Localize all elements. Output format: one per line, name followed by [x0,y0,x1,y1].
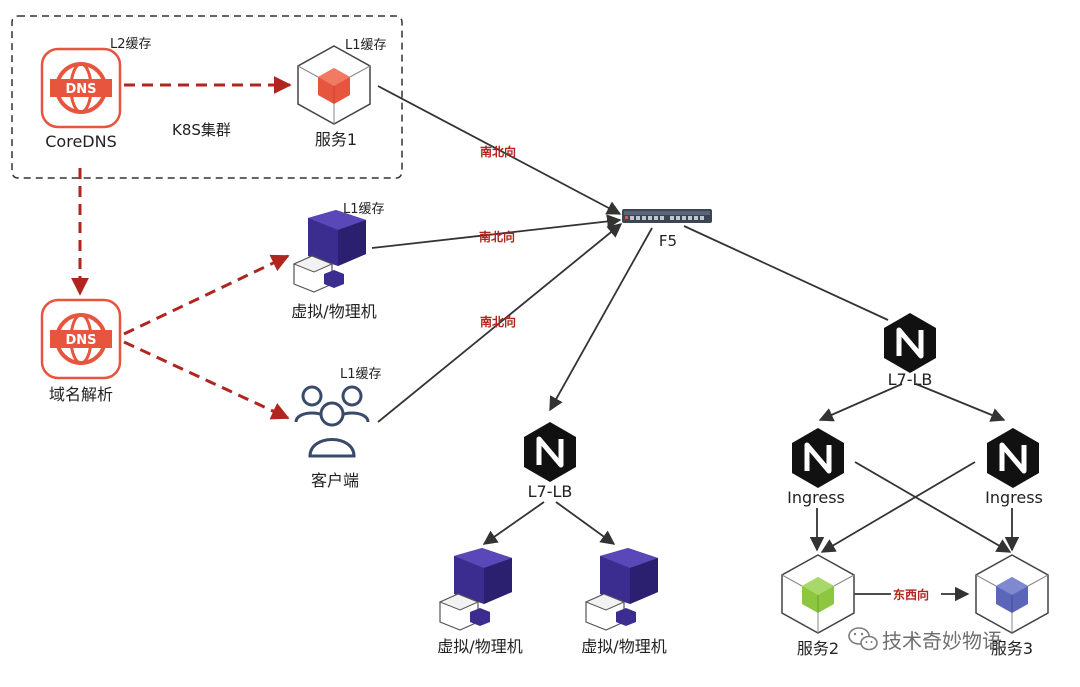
nginx-icon [987,428,1039,488]
client-node: L1缓存 客户端 [294,367,382,490]
edge-dns-vm [123,254,290,336]
edge-f5-lbright [683,225,889,321]
service1-label: 服务1 [315,130,357,149]
dns-dashed-edges [71,76,292,420]
f5-label: F5 [659,232,677,250]
edge-lbright-ingr [915,383,1006,422]
ingress-right-node: Ingress [985,428,1043,507]
vm-top-label: 虚拟/物理机 [291,302,376,321]
lb-right-node: L7-LB [884,313,936,389]
coredns-label: CoreDNS [45,132,116,151]
wechat-icon [848,627,878,651]
dns-icon: DNS [40,47,122,129]
edge-label-north-south-1: 南北向 [480,144,516,159]
client-label: 客户端 [311,471,359,490]
service-cube-icon [297,45,371,125]
edge-f5-lbleft [549,227,653,412]
lb-right-label: L7-LB [888,370,933,389]
service2-node: 服务2 [781,554,855,658]
edge-vm-f5 [371,214,622,249]
ingress-left-label: Ingress [787,488,845,507]
edge-lbleft-vm1 [482,501,545,545]
lb-left-node: L7-LB [524,422,576,501]
service3-node: 服务3 [975,554,1049,658]
dns-resolve-label: 域名解析 [49,385,113,404]
vm-top-cache-label: L1缓存 [343,202,385,217]
svg-text:DNS: DNS [65,82,96,97]
watermark-text: 技术奇妙物语 [882,629,1002,653]
svg-text:DNS: DNS [65,333,96,348]
edge-label-north-south-3: 南北向 [480,314,516,329]
users-icon [294,385,370,458]
edge-label-north-south-2: 南北向 [479,229,515,244]
nginx-icon [884,313,936,373]
server-box-icon [292,210,366,293]
edge-ingr-svc2 [820,461,976,553]
edge-client-f5 [377,223,623,423]
vm-bottom-1-label: 虚拟/物理机 [437,637,522,656]
k8s-cluster-label: K8S集群 [172,121,231,139]
k8s-cluster-frame [11,15,403,179]
ingress-right-label: Ingress [985,488,1043,507]
switch-icon [622,209,712,223]
lb-left-label: L7-LB [528,482,573,501]
nginx-icon [524,422,576,482]
service2-label: 服务2 [797,639,839,658]
vm-bottom-1-node: 虚拟/物理机 [437,548,523,656]
server-box-icon [584,548,658,631]
server-box-icon [438,548,512,631]
traffic-edges [371,85,1020,602]
coredns-node: DNS L2缓存 CoreDNS [40,37,152,151]
edge-label-east-west: 东西向 [893,587,929,602]
dns-resolve-node: DNS 域名解析 [40,298,122,404]
service-cube-icon [975,554,1049,634]
service1-node: L1缓存 服务1 [297,38,387,149]
watermark: 技术奇妙物语 [848,627,1002,653]
client-cache-label: L1缓存 [340,367,382,382]
edge-service1-f5 [377,85,622,215]
coredns-cache-label: L2缓存 [110,37,152,52]
edge-lbleft-vm2 [555,501,616,545]
vm-bottom-2-node: 虚拟/物理机 [581,548,667,656]
east-west-label-bg [891,585,941,603]
vm-bottom-2-label: 虚拟/物理机 [581,637,666,656]
nginx-icon [792,428,844,488]
vm-top-node: L1缓存 虚拟/物理机 [291,202,384,321]
service-cube-icon [781,554,855,634]
dns-icon: DNS [40,298,122,380]
service1-cache-label: L1缓存 [345,38,387,53]
edge-ingl-svc3 [854,461,1012,553]
ingress-left-node: Ingress [787,428,845,507]
f5-node: F5 [622,209,712,250]
edge-dns-client [123,340,290,420]
edge-lbright-ingl [818,383,903,422]
service3-label: 服务3 [991,639,1033,658]
